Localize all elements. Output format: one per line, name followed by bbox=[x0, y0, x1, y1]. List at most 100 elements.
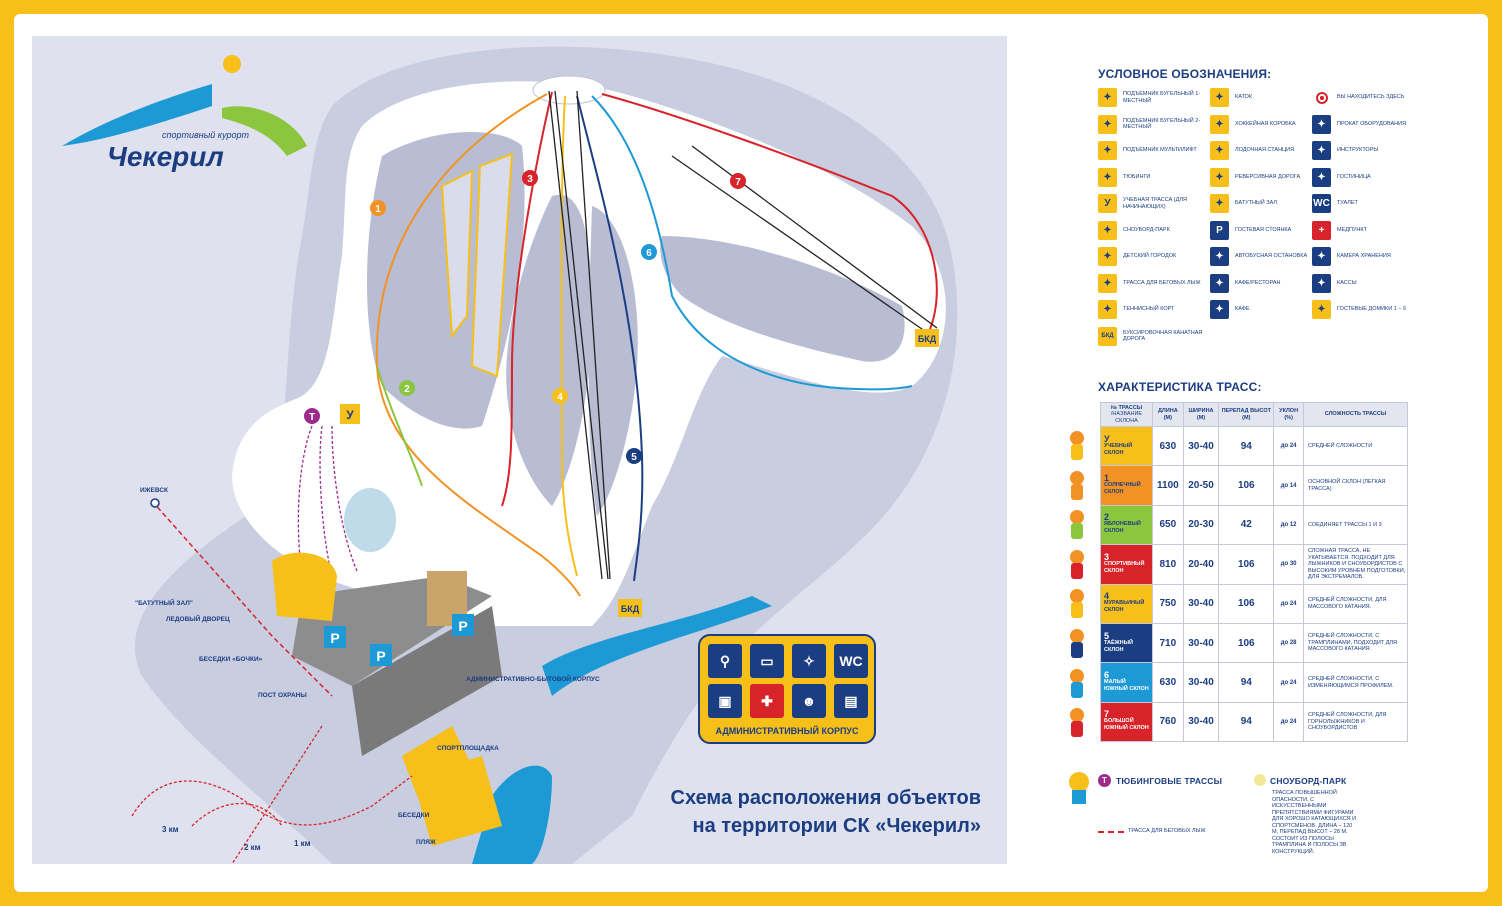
track-grade: до 28 bbox=[1273, 622, 1304, 664]
legend-label: КАМЕРА ХРАНЕНИЯ bbox=[1337, 253, 1391, 260]
legend-item: ✦ДЕТСКИЙ ГОРОДОК bbox=[1098, 247, 1210, 266]
ice-palace-label: ЛЕДОВЫЙ ДВОРЕЦ bbox=[166, 614, 230, 623]
legend-item: ✦КАФЕ bbox=[1210, 300, 1322, 319]
toilet-icon: WC bbox=[1312, 194, 1331, 213]
legend-item: ✦ИНСТРУКТОРЫ bbox=[1312, 141, 1424, 160]
track-length: 630 bbox=[1152, 662, 1184, 703]
restaurant-icon: ✦ bbox=[1210, 273, 1229, 293]
tow-rope-icon bbox=[618, 599, 642, 617]
legend-label: МЕДПУНКТ bbox=[1337, 226, 1367, 233]
storage-icon: ✦ bbox=[1312, 247, 1331, 266]
km3-label: 3 км bbox=[162, 825, 179, 834]
admin-building-callout: ⚲ ▭ ✧ WC ▣ ✚ ☻ ▤ АДМИНИСТРАТИВНЫЙ КОРПУС bbox=[698, 634, 876, 744]
snowboard-park-icon: ✦ bbox=[1098, 220, 1117, 240]
track-number: 5 bbox=[1104, 630, 1110, 641]
track-drop: 106 bbox=[1218, 465, 1275, 506]
brand-name: Чекерил bbox=[107, 141, 224, 172]
legend-panel: УСЛОВНОЕ ОБОЗНАЧЕНИЯ: ✦ПОДЪЕМНИК БУГЕЛЬН… bbox=[1008, 36, 1460, 864]
legend-label: УЧЕБНАЯ ТРАССА (ДЛЯ НАЧИНАЮЩИХ) bbox=[1123, 197, 1187, 210]
track-difficulty: СРЕДНЕЙ СЛОЖНОСТИ bbox=[1303, 425, 1408, 467]
tow-rope-icon bbox=[915, 329, 939, 347]
guard-post-label: ПОСТ ОХРАНЫ bbox=[258, 692, 307, 699]
tracks-table-header: № ТРАССЫ/НАЗВАНИЕ СКЛОНА ДЛИНА (М) ШИРИН… bbox=[1100, 402, 1408, 427]
legend-item: ✦ КАМЕРА ХРАНЕНИЯ bbox=[1312, 247, 1424, 266]
mascot-icon bbox=[1062, 666, 1092, 700]
trampoline-icon: ✦ bbox=[1210, 194, 1229, 213]
track-number: 6 bbox=[1104, 670, 1110, 681]
track-7-line bbox=[601, 93, 938, 337]
legend-label: ТРАССА ДЛЯ БЕГОВЫХ ЛЫЖ bbox=[1123, 279, 1201, 286]
track-drop: 106 bbox=[1218, 583, 1275, 624]
ski-track-label: ТРАССА ДЛЯ БЕГОВЫХ ЛЫЖ bbox=[1128, 828, 1206, 834]
legend-label: ЛОДОЧНАЯ СТАНЦИЯ bbox=[1235, 147, 1295, 154]
lift-line bbox=[576, 90, 611, 580]
toilet-icon: WC bbox=[834, 644, 868, 678]
track-3-line bbox=[501, 91, 553, 507]
track-drop: 94 bbox=[1218, 701, 1275, 743]
track-markers bbox=[304, 170, 746, 464]
track-grade: до 24 bbox=[1273, 583, 1304, 624]
legend-item: WC ТУАЛЕТ bbox=[1312, 194, 1424, 213]
legend-title: УСЛОВНОЕ ОБОЗНАЧЕНИЯ: bbox=[1098, 67, 1272, 81]
track-7-label: 7 bbox=[735, 177, 741, 188]
legend-item: ✦СНОУБОРД-ПАРК bbox=[1098, 220, 1210, 240]
ice-palace bbox=[272, 552, 337, 621]
track-grade: до 12 bbox=[1273, 504, 1304, 546]
map-title-line2: на территории СК «Чекерил» bbox=[692, 815, 982, 837]
track-4-label: 4 bbox=[557, 392, 563, 403]
izhevsk-label: ИЖЕВСК bbox=[140, 487, 168, 494]
track-number: 4 bbox=[1104, 591, 1110, 602]
legend-label: ТЮБИНГИ bbox=[1123, 173, 1151, 180]
track-grade: до 14 bbox=[1273, 465, 1304, 506]
snowpark-label: СНОУБОРД-ПАРК bbox=[1270, 776, 1347, 786]
tracks-table: № ТРАССЫ/НАЗВАНИЕ СКЛОНА ДЛИНА (М) ШИРИН… bbox=[1100, 402, 1408, 743]
legend-label: АВТОБУСНАЯ ОСТАНОВКА bbox=[1235, 253, 1308, 260]
forest-patch bbox=[660, 236, 905, 362]
brand-tagline: спортивный курорт bbox=[162, 130, 250, 140]
track-number: 3 bbox=[1104, 551, 1110, 562]
lake bbox=[472, 765, 552, 864]
track-2-line bbox=[376, 365, 423, 487]
river bbox=[542, 596, 772, 696]
ticket-office-icon: ✦ bbox=[1312, 273, 1331, 293]
tubing-marker: Т bbox=[1098, 774, 1111, 787]
legend-label: ТУАЛЕТ bbox=[1337, 200, 1358, 207]
instructors-icon: ☻ bbox=[792, 684, 826, 718]
ski-track bbox=[191, 803, 283, 827]
tow-rope-icon: БКД bbox=[1098, 326, 1117, 346]
snowboard-park-area bbox=[470, 152, 514, 378]
gazebos-label: БЕСЕДКИ bbox=[398, 812, 430, 819]
legend-item: ✦КАТОК bbox=[1210, 88, 1322, 107]
legend-label: БАТУТНЫЙ ЗАЛ bbox=[1235, 200, 1277, 207]
tubing-t-label: Т bbox=[309, 412, 315, 423]
legend-item: ✦ПОДЪЕМНИК БУГЕЛЬНЫЙ 1-МЕСТНЫЙ bbox=[1098, 88, 1210, 107]
parking-icon: P bbox=[1210, 220, 1229, 240]
snowpark-marker bbox=[1254, 774, 1266, 786]
track-6-line bbox=[591, 95, 913, 391]
first-aid-icon: + bbox=[1312, 220, 1331, 240]
legend-item: ✦ПОДЪЕМНИК БУГЕЛЬНЫЙ 2-МЕСТНЫЙ bbox=[1098, 114, 1210, 134]
track-width: 20-30 bbox=[1182, 504, 1220, 546]
legend-item: ✦РЕВЕРСИВНАЯ ДОРОГА bbox=[1210, 167, 1322, 187]
track-width: 30-40 bbox=[1182, 662, 1220, 703]
km2-label: 2 км bbox=[244, 843, 261, 852]
track-number: 2 bbox=[1104, 512, 1110, 523]
track-name: УЧЕБНЫЙ СКЛОН bbox=[1104, 442, 1133, 456]
gazebos-barrels-label: БЕСЕДКИ «БОЧКИ» bbox=[199, 656, 263, 663]
track-difficulty: СОЕДИНЯЕТ ТРАССЫ 1 И 3 bbox=[1303, 504, 1408, 546]
track-grade: до 24 bbox=[1273, 662, 1304, 703]
track-width: 30-40 bbox=[1182, 622, 1220, 664]
legend-item: ✦ТРАССА ДЛЯ БЕГОВЫХ ЛЫЖ bbox=[1098, 273, 1210, 293]
storage-icon: ▣ bbox=[708, 684, 742, 718]
track-drop: 94 bbox=[1218, 662, 1275, 703]
road bbox=[151, 500, 333, 697]
kids-town-icon: ✦ bbox=[1098, 247, 1117, 266]
cafe-icon: ✦ bbox=[1210, 300, 1229, 319]
map-title: Схема расположения объектов на территори… bbox=[671, 784, 982, 840]
chairlift-2-icon: ✦ bbox=[1098, 114, 1117, 134]
